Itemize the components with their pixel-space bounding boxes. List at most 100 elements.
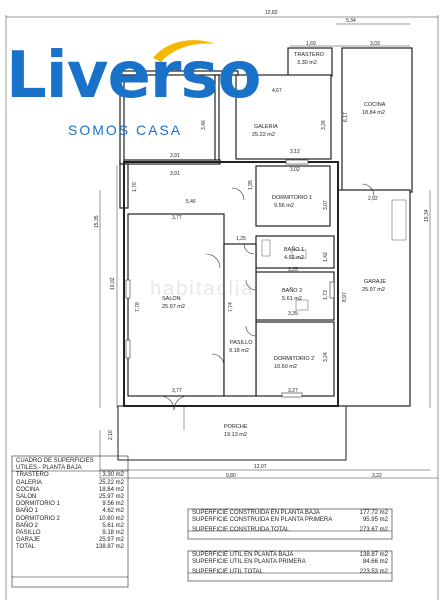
room-porche-name: PORCHE — [224, 424, 248, 430]
row-value: 95.95 m2 — [362, 517, 388, 524]
dim-176: 1,76 — [132, 182, 138, 192]
total-value: 273.67 m2 — [359, 527, 388, 534]
dim-top-total: 12,82 — [265, 10, 278, 16]
total-label: SUPERFICIE UTIL TOTAL — [192, 569, 263, 576]
row-label: TRASTERO — [16, 472, 49, 479]
row-label: SUPERFICIE CONSTRUIDA EN PLANTA BAJA — [192, 510, 320, 516]
table-row: PASILLO 9.18 m2 — [14, 530, 126, 537]
summary-subtitle: UTILES.- PLANTA BAJA — [16, 465, 82, 472]
dim-335: 3,35 — [288, 311, 298, 317]
row-label: DORMITORIO 1 — [16, 501, 60, 508]
table-row: BAÑO 1 4.62 m2 — [14, 508, 126, 515]
room-trastero-name: TRASTERO — [294, 52, 325, 58]
row-value: 25.97 m2 — [98, 494, 124, 501]
row-value: 177.72 m2 — [359, 510, 388, 516]
total-value: 223.53 m2 — [359, 569, 388, 576]
room-bano1-name: BAÑO 1 — [284, 246, 304, 253]
dimension-lines — [5, 15, 439, 600]
row-label: SUPERFICIE UTIL EN PLANTA BAJA — [192, 552, 294, 558]
room-cocina-area: 18.84 m2 — [362, 110, 385, 116]
room-trastero-area: 3.30 m2 — [297, 60, 317, 66]
row-label: BAÑO 2 — [16, 522, 39, 529]
room-galeria-area: 25.22 m2 — [252, 132, 275, 138]
room-bano2-name: BAÑO 2 — [282, 287, 302, 294]
room-salon-area: 25.97 m2 — [162, 304, 185, 310]
table-row: GARAJE 25.97 m2 — [14, 537, 126, 544]
row-label: SUPERFICIE CONSTRUIDA EN PLANTA PRIMERA — [192, 517, 333, 524]
room-garaje-area: 25.97 m2 — [362, 287, 385, 293]
row-label: BAÑO 1 — [16, 508, 39, 515]
dim-292: 2,92 — [368, 196, 378, 202]
row-value: 18.84 m2 — [98, 486, 124, 493]
row-label: DORMITORIO 2 — [16, 515, 60, 522]
total-label: SUPERFICIE CONSTRUIDA TOTAL — [192, 527, 290, 534]
dim-778: 7,78 — [135, 302, 141, 312]
room-pasillo-name: PASILLO — [230, 340, 253, 346]
doors — [159, 183, 375, 411]
dim-1002: 10,02 — [110, 277, 116, 290]
row-value: 9.56 m2 — [102, 501, 124, 508]
dim-391-upper: 3,91 — [170, 153, 180, 159]
row-value: 3.30 m2 — [102, 472, 124, 479]
windows — [125, 159, 335, 398]
row-value: 9.18 m2 — [102, 530, 124, 537]
room-labels: TRASTERO 3.30 m2 COCINA 18.84 m2 GALERIA… — [162, 52, 386, 438]
row-label: PASILLO — [16, 530, 41, 537]
table-row: BAÑO 2 5.61 m2 — [14, 523, 126, 530]
table-total-row: SUPERFICIE CONSTRUIDA TOTAL 273.67 m2 — [190, 524, 390, 534]
dim-278: 2,78 — [246, 68, 256, 74]
dim-trastero-width: 1,69 — [306, 41, 316, 47]
dim-774: 7,74 — [228, 302, 234, 312]
summary-table: CUADRO DE SUPERFICIES UTILES.- PLANTA BA… — [14, 458, 126, 552]
dim-195: 1,95 — [248, 180, 254, 190]
dim-325: 3,25 — [288, 267, 298, 273]
table-row: COCINA 18.84 m2 — [14, 487, 126, 494]
table-row: DORMITORIO 1 9.56 m2 — [14, 501, 126, 508]
dim-391-lower: 3,91 — [170, 171, 180, 177]
table-row: TRASTERO 3.30 m2 — [14, 472, 126, 479]
row-value: 25.22 m2 — [98, 479, 124, 486]
row-value: 25.97 m2 — [98, 537, 124, 544]
row-value: 5.61 m2 — [102, 522, 124, 529]
row-label: GARAJE — [16, 537, 41, 544]
row-label: COCINA — [16, 486, 40, 493]
room-galeria-name: GALERIA — [254, 124, 278, 130]
dim-1534: 15,34 — [424, 209, 430, 222]
room-salon-name: SALON — [162, 296, 181, 302]
table-row: GALERIA 25.22 m2 — [14, 480, 126, 487]
summary-title: CUADRO DE SUPERFICIES — [16, 458, 94, 464]
total-value: 138.87 m2 — [95, 544, 124, 551]
room-cocina-name: COCINA — [364, 102, 386, 108]
dim-326: 3,26 — [321, 120, 327, 130]
room-dormitorio1-area: 9.56 m2 — [274, 203, 294, 209]
room-porche-area: 19.13 m2 — [224, 432, 247, 438]
table-row: SUPERFICIE CONSTRUIDA EN PLANTA PRIMERA 9… — [190, 517, 390, 524]
table-row: SUPERFICIE CONSTRUIDA EN PLANTA BAJA 177.… — [190, 510, 390, 517]
row-value: 4.62 m2 — [102, 508, 124, 515]
dim-467: 4,67 — [272, 88, 282, 94]
dim-980: 9,80 — [226, 473, 236, 479]
dim-125: 1,25 — [236, 236, 246, 242]
row-label: GALERIA — [16, 479, 43, 486]
room-bano1-area: 4.62 m2 — [284, 255, 304, 261]
dim-302: 3,02 — [290, 167, 300, 173]
dimension-labels: 12,82 5,34 1,69 3,03 2,78 4,67 3,46 3,26… — [94, 10, 430, 479]
dim-top-right: 5,34 — [346, 18, 356, 24]
dim-216: 2,16 — [108, 430, 114, 440]
dim-1535: 15,35 — [94, 215, 100, 228]
dim-327: 3,27 — [288, 388, 298, 394]
room-bano2-area: 5.61 m2 — [282, 296, 302, 302]
room-dormitorio2-area: 10.60 m2 — [274, 364, 297, 370]
dim-377-upper: 3,77 — [172, 215, 182, 221]
dim-377-lower: 3,77 — [172, 388, 182, 394]
dim-173: 1,73 — [323, 290, 329, 300]
dim-324: 3,24 — [323, 352, 329, 362]
dim-346: 3,46 — [201, 120, 207, 130]
